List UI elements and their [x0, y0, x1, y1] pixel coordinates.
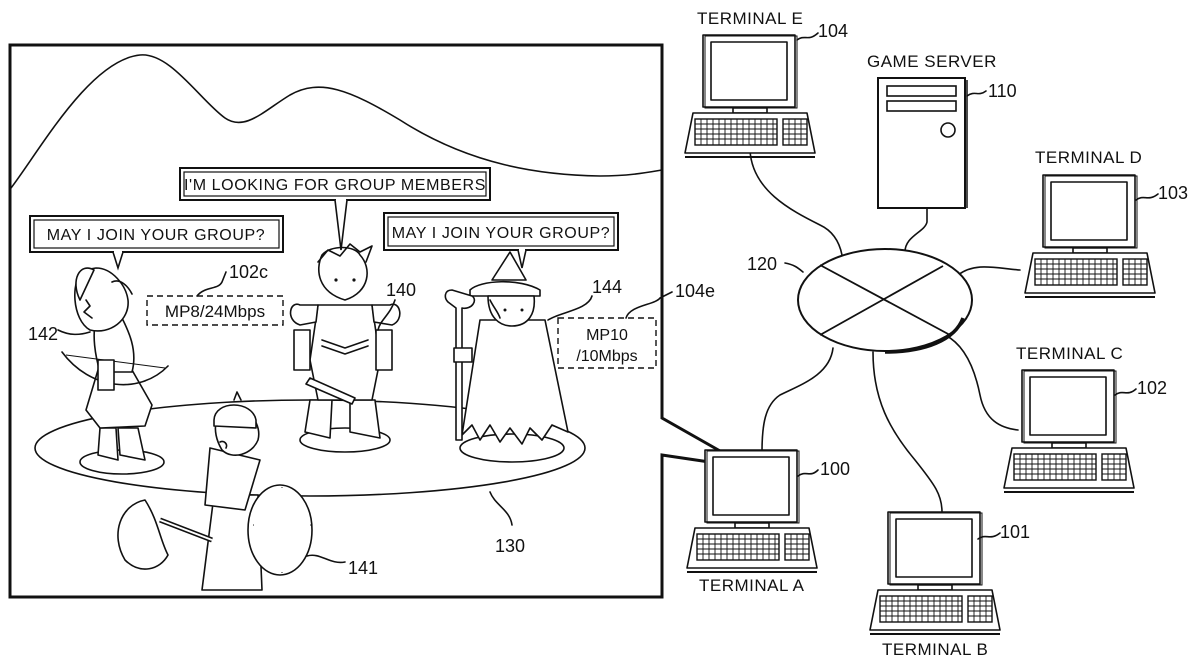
- speech-text-recruit: I'M LOOKING FOR GROUP MEMBERS: [184, 177, 486, 194]
- terminal-b-label: TERMINAL B: [882, 640, 988, 659]
- ref-label-102: 102: [1137, 378, 1167, 398]
- leader-101: [978, 533, 1000, 539]
- ref-label-102c: 102c: [229, 262, 268, 282]
- terminal-a-100: [687, 450, 817, 572]
- status-104e-line2: /10Mbps: [576, 348, 637, 365]
- ref-label-144: 144: [592, 277, 622, 297]
- terminal-e-label: TERMINAL E: [697, 9, 803, 28]
- svg-text:MP10: MP10: [586, 327, 628, 344]
- network: 120 GAME SERVER 110 TERMINAL E 104 TERMI…: [685, 9, 1188, 659]
- cable-game-server: [905, 208, 927, 252]
- cable-terminal-e: [750, 150, 842, 255]
- svg-text:MP8/24Mbps: MP8/24Mbps: [165, 302, 265, 321]
- speech-text-join-archer: MAY I JOIN YOUR GROUP?: [47, 227, 266, 244]
- terminal-a-label: TERMINAL A: [699, 576, 805, 595]
- network-hub-120: [798, 249, 972, 352]
- terminal-c-label: TERMINAL C: [1016, 344, 1123, 363]
- status-box-102c: MP8/24Mbps: [147, 296, 283, 325]
- leader-100: [798, 470, 818, 476]
- game-screen: 130 142: [10, 45, 750, 597]
- ref-label-140: 140: [386, 280, 416, 300]
- cable-terminal-c: [945, 335, 1018, 430]
- speech-text-join-mage: MAY I JOIN YOUR GROUP?: [392, 225, 611, 242]
- terminal-e-104: [685, 35, 815, 157]
- cable-terminal-b: [873, 352, 942, 512]
- cable-terminal-a: [762, 348, 833, 452]
- ref-label-103: 103: [1158, 183, 1188, 203]
- ref-label-101: 101: [1000, 522, 1030, 542]
- terminal-c-102: [1004, 370, 1134, 492]
- ref-label-110: 110: [988, 81, 1017, 101]
- leader-102: [1115, 389, 1136, 395]
- ref-label-141: 141: [348, 558, 378, 578]
- terminal-b-101: [870, 512, 1000, 634]
- terminal-d-label: TERMINAL D: [1035, 148, 1142, 167]
- ref-label-130: 130: [495, 536, 525, 556]
- leader-110: [967, 91, 986, 96]
- terminal-d-103: [1025, 175, 1155, 297]
- ref-label-100: 100: [820, 459, 850, 479]
- ref-label-104: 104: [818, 21, 848, 41]
- leader-104: [797, 33, 818, 40]
- game-server-110: [878, 78, 967, 208]
- ref-label-142: 142: [28, 324, 58, 344]
- game-server-label: GAME SERVER: [867, 52, 997, 71]
- leader-120: [785, 263, 803, 272]
- cable-terminal-d: [958, 267, 1020, 275]
- ref-label-120: 120: [747, 254, 777, 274]
- leader-103: [1136, 194, 1158, 200]
- ref-label-104e: 104e: [675, 281, 715, 301]
